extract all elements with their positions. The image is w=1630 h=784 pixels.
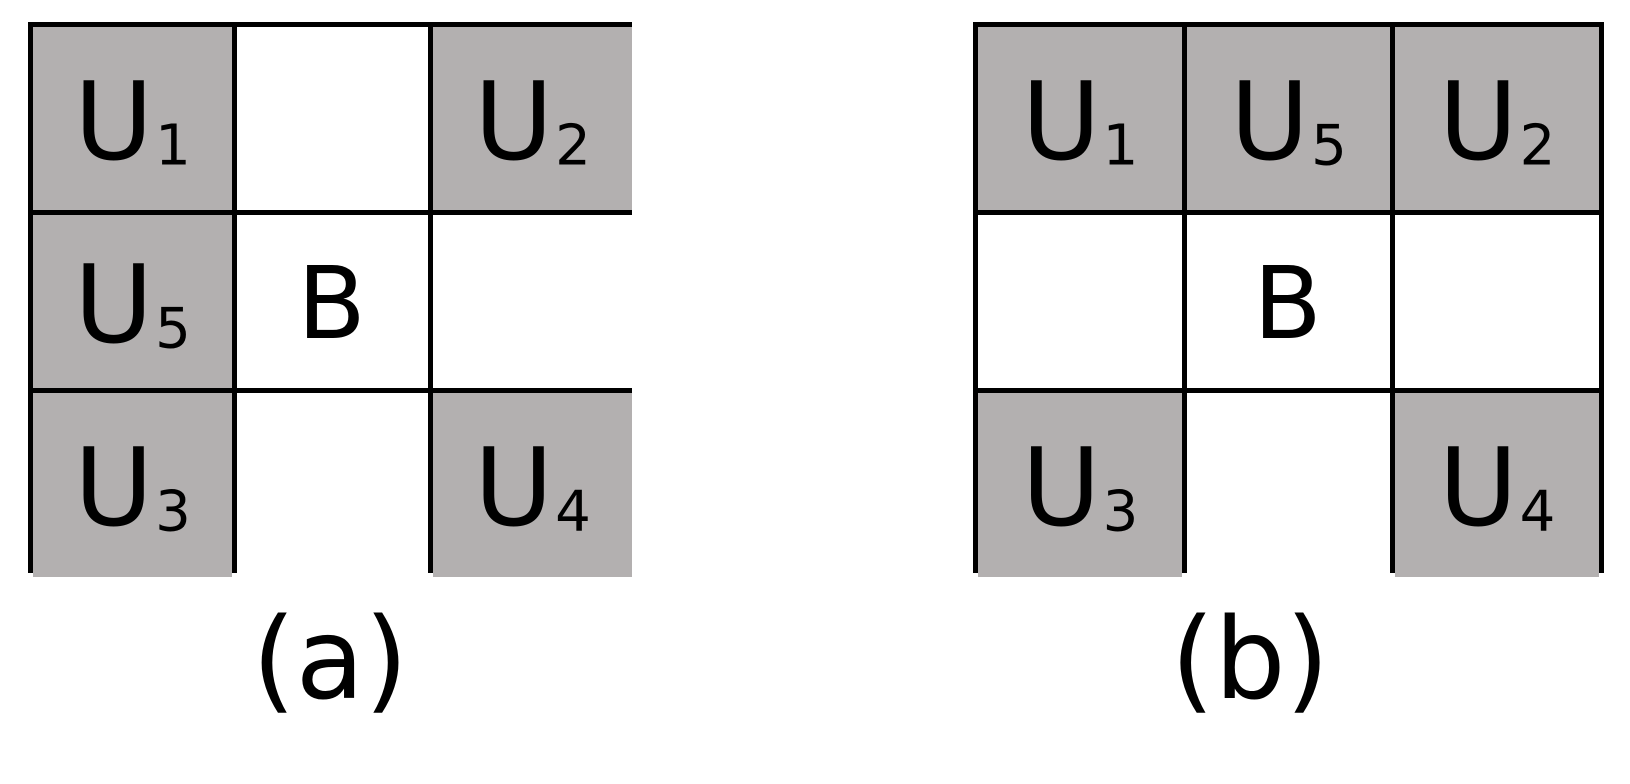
cell-label-b: B: [1253, 244, 1322, 362]
panel-caption-b: (b): [1170, 595, 1330, 725]
panel-caption-a: (a): [251, 595, 409, 725]
grid-cell-a-r2c3: [433, 215, 632, 388]
grid-cell-a-r1c2: [237, 27, 428, 210]
grid-cell-b-r2c2: B: [1187, 215, 1390, 388]
grid-cell-b-r2c1: [978, 215, 1182, 388]
grid-cell-b-r3c2: [1187, 393, 1390, 577]
grid-cell-a-r3c2: [237, 393, 428, 577]
grid-cell-b-r2c3: [1395, 215, 1599, 388]
cell-label-b: B: [297, 244, 366, 362]
grid-cell-a-r2c2: B: [237, 215, 428, 388]
